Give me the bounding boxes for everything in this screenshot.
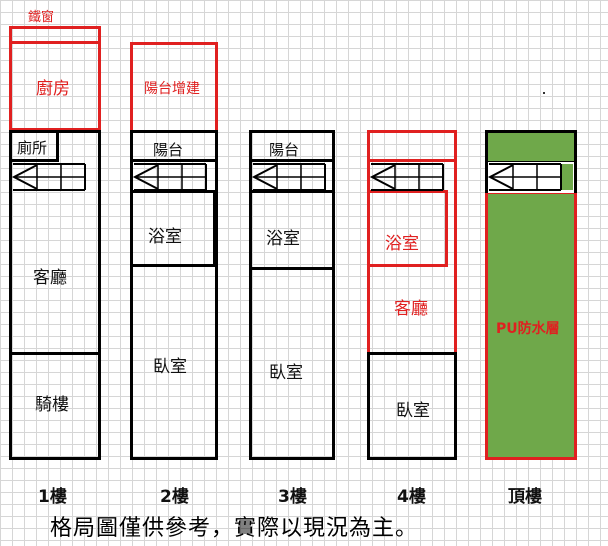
toilet-room: [9, 130, 59, 162]
stray-dot: [543, 92, 545, 94]
iron-window-label: 鐵窗: [28, 10, 55, 25]
balcony-2-label: 陽台: [153, 141, 184, 159]
bathroom-2-label: 浴室: [148, 227, 182, 247]
floor3-outline: [249, 130, 335, 460]
disclaimer-note: 格局圖僅供參考，實際以現況為主。: [50, 516, 419, 541]
floor2-balcony-line: [130, 159, 218, 162]
balcony-3-label: 陽台: [269, 141, 300, 159]
floor-label-roof: 頂樓: [508, 487, 542, 507]
floor-label-4: 4樓: [397, 487, 426, 507]
floor1-divider: [9, 352, 101, 355]
floor-label-2: 2樓: [160, 487, 189, 507]
floor3-stair-icon: [251, 163, 326, 191]
floor4-stair-icon: [369, 163, 444, 191]
floor1-stair-icon: [11, 163, 86, 191]
arcade-label: 騎樓: [35, 395, 69, 415]
living-room-1-label: 客廳: [33, 268, 67, 288]
kitchen-room: [9, 41, 101, 131]
floor3-balcony-line: [249, 159, 335, 162]
floor4-bedroom-room: [367, 352, 457, 460]
roof-stair-icon: [487, 163, 573, 191]
bathroom-4-room: [367, 190, 448, 267]
floor-label-1: 1樓: [38, 487, 67, 507]
bathroom-3-label: 浴室: [266, 229, 300, 249]
bedroom-2-label: 臥室: [153, 357, 187, 377]
roof-top-section: [485, 130, 577, 164]
bedroom-4-label: 臥室: [396, 401, 430, 421]
bathroom-3-room: [249, 190, 335, 270]
roof-pu-waterproof-area: [485, 191, 577, 460]
floor2-outline: [130, 130, 218, 460]
floor2-stair-icon: [132, 163, 207, 191]
living-room-4-label: 客廳: [394, 299, 428, 319]
bathroom-4-label: 浴室: [385, 234, 419, 254]
bathroom-2-room: [130, 190, 216, 267]
balcony-extension-label: 陽台增建: [144, 81, 200, 97]
floor4-top-line: [367, 159, 457, 162]
bedroom-3-label: 臥室: [269, 363, 303, 383]
pu-waterproof-label: PU防水層: [496, 321, 560, 337]
toilet-label: 廁所: [17, 139, 48, 157]
floor-label-3: 3樓: [278, 487, 307, 507]
kitchen-label: 廚房: [36, 79, 70, 99]
